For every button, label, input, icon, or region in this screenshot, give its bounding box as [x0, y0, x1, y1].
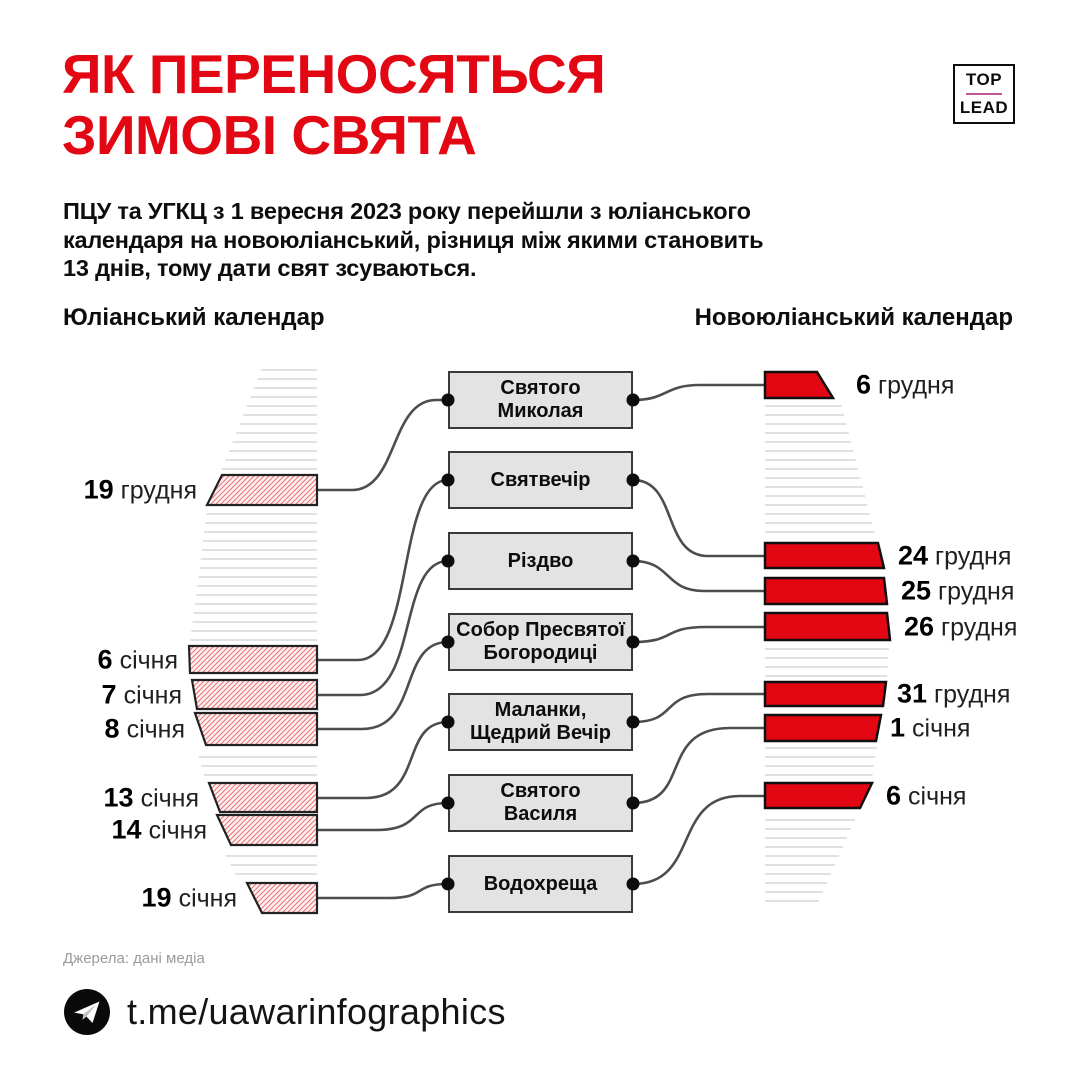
- holiday-box: Собор Пресвятої Богородиці: [448, 613, 633, 671]
- column-header-newjulian: Новоюліанський календар: [694, 304, 1013, 331]
- intro-line: календаря на новоюліанський, різниця між…: [63, 226, 764, 253]
- holiday-box: Святого Василя: [448, 774, 633, 832]
- toplead-logo: TOP LEAD: [953, 64, 1015, 124]
- toplead-logo-lead: LEAD: [959, 98, 1009, 117]
- calendar-fan-left: [190, 368, 317, 879]
- holiday-box: Водохреща: [448, 855, 633, 913]
- intro-line: ПЦУ та УГКЦ з 1 вересня 2023 року перейш…: [63, 198, 751, 224]
- footer-url: t.me/uawarinfographics: [127, 991, 506, 1032]
- intro-line: 13 днів, тому дати свят зсуваються.: [63, 255, 477, 282]
- holiday-box: Маланки, Щедрий Вечір: [448, 693, 633, 751]
- toplead-logo-top: TOP: [965, 70, 1003, 89]
- julian-date-markers: [187, 473, 319, 915]
- holiday-box: Святвечір: [448, 451, 633, 509]
- newjulian-date-markers: [763, 370, 892, 810]
- column-header-julian: Юліанський календар: [63, 304, 325, 331]
- page-title: ЯК ПЕРЕНОСЯТЬСЯ ЗИМОВІ СВЯТА: [62, 43, 606, 166]
- toplead-logo-divider: [966, 93, 1002, 95]
- footer-link[interactable]: t.me/uawarinfographics: [63, 988, 506, 1036]
- source-note: Джерела: дані медіа: [63, 950, 205, 967]
- telegram-icon: [64, 989, 110, 1035]
- holiday-box: Святого Миколая: [448, 371, 633, 429]
- calendar-fan-right: [765, 403, 889, 908]
- holiday-box: Різдво: [448, 532, 633, 590]
- intro-paragraph: ПЦУ та УГКЦ з 1 вересня 2023 року перейш…: [63, 197, 764, 283]
